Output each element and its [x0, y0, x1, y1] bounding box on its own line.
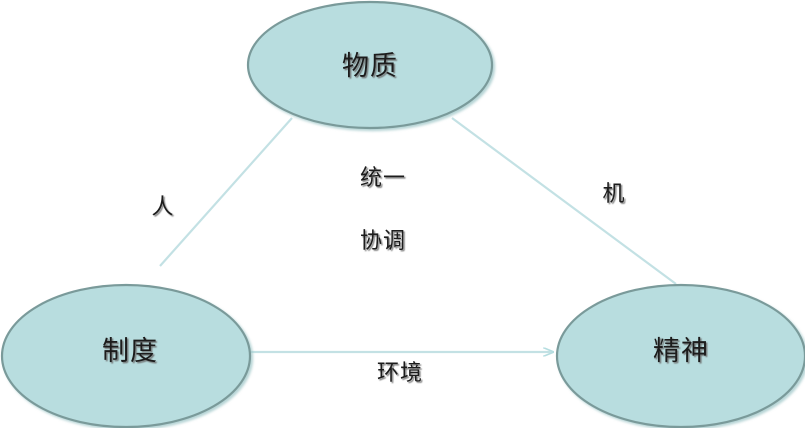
- edge-material-institution-line: [159, 117, 293, 267]
- edge-label-machine: 机: [602, 181, 625, 206]
- center-label-coordinate: 协调: [360, 228, 406, 253]
- node-material[interactable]: 物质: [246, 0, 494, 130]
- node-institution-ellipse[interactable]: [0, 283, 252, 428]
- node-institution-label: 制度: [102, 336, 158, 366]
- connector-layer: [159, 117, 677, 352]
- node-spirit-ellipse[interactable]: [555, 283, 805, 428]
- node-spirit-label: 精神: [653, 336, 709, 366]
- edge-material-spirit-line: [451, 117, 677, 285]
- node-spirit[interactable]: 精神: [555, 283, 805, 428]
- node-institution[interactable]: 制度: [0, 283, 252, 428]
- edge-label-layer: 人 机 环境: [151, 181, 625, 385]
- center-label-layer: 统一 协调: [360, 165, 406, 253]
- edge-label-environment: 环境: [377, 360, 423, 385]
- node-material-ellipse[interactable]: [246, 0, 494, 130]
- edge-label-people: 人: [151, 194, 174, 219]
- node-material-label: 物质: [342, 51, 398, 81]
- center-label-unify: 统一: [360, 165, 406, 190]
